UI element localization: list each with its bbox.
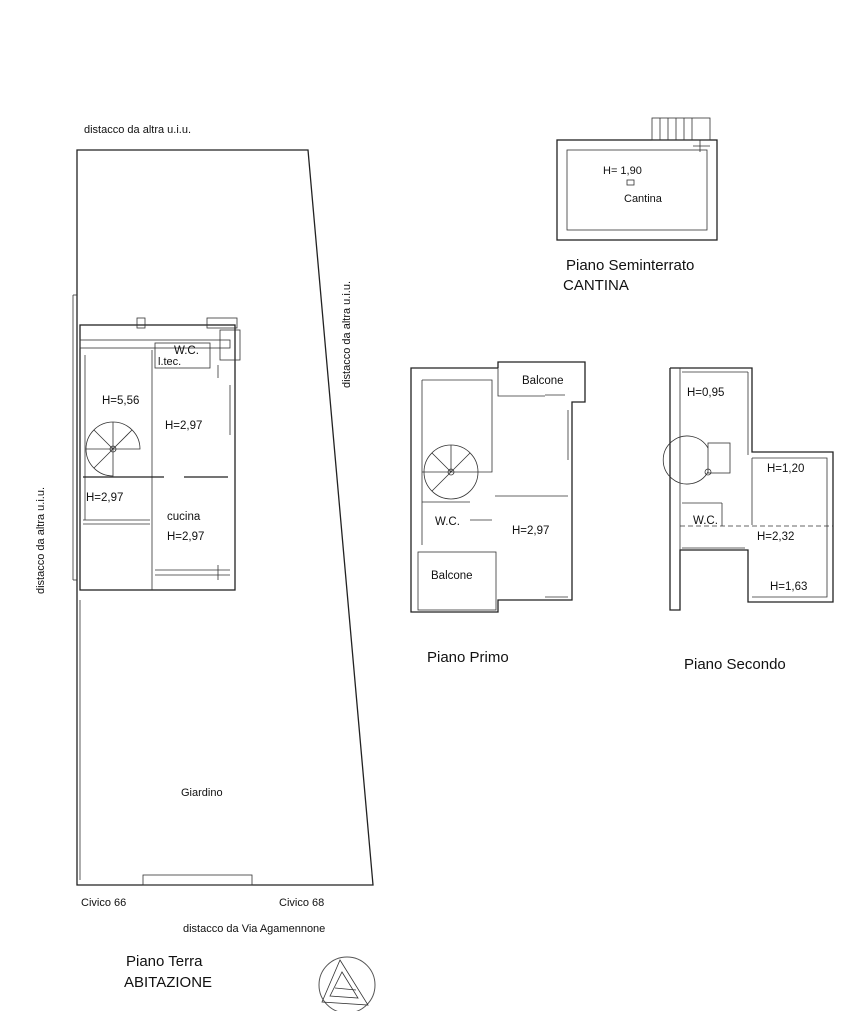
second-h1: H=0,95 (687, 387, 724, 399)
basement-room-label: Cantina (624, 193, 663, 205)
second-floor-title: Piano Secondo (684, 656, 786, 673)
ground-kitchen-label: cucina (167, 511, 201, 523)
ground-floor-subtitle: ABITAZIONE (124, 974, 212, 991)
ground-small-room-height: H=2,97 (86, 492, 123, 504)
second-floor-plan (662, 367, 834, 611)
lot-boundary (72, 149, 374, 886)
basement-plan (556, 117, 718, 241)
first-balcony-top: Balcone (522, 375, 564, 387)
garden-label: Giardino (181, 787, 223, 799)
second-h4: H=1,63 (770, 581, 807, 593)
second-h2: H=1,20 (767, 463, 804, 475)
first-height: H=2,97 (512, 525, 549, 537)
spiral-stair-icon (85, 421, 141, 477)
civic-number-68: Civico 68 (279, 897, 324, 909)
ground-ltec-label: l.tec. (158, 356, 181, 368)
basement-subtitle: CANTINA (563, 277, 629, 294)
first-floor-title: Piano Primo (427, 649, 509, 666)
boundary-label-bottom: distacco da Via Agamennone (183, 923, 325, 935)
second-h3: H=2,32 (757, 531, 794, 543)
civic-number-66: Civico 66 (81, 897, 126, 909)
first-floor-plan (410, 361, 586, 613)
boundary-label-left: distacco da altra u.i.u. (35, 487, 47, 594)
second-wc-label: W.C. (693, 515, 718, 527)
ground-wc-label: W.C. (174, 345, 199, 357)
ground-kitchen-height: H=2,97 (167, 531, 204, 543)
boundary-label-right: distacco da altra u.i.u. (341, 281, 353, 388)
basement-height: H= 1,90 (603, 165, 642, 177)
boundary-label-top: distacco da altra u.i.u. (84, 124, 191, 136)
first-wc-label: W.C. (435, 516, 460, 528)
first-balcony-bottom: Balcone (431, 570, 473, 582)
ground-stair-height: H=5,56 (102, 395, 139, 407)
north-arrow-icon (318, 956, 376, 1011)
ground-living-height: H=2,97 (165, 420, 202, 432)
ground-floor-plan (79, 317, 241, 591)
basement-title: Piano Seminterrato (566, 257, 694, 274)
ground-floor-title: Piano Terra (126, 953, 203, 970)
